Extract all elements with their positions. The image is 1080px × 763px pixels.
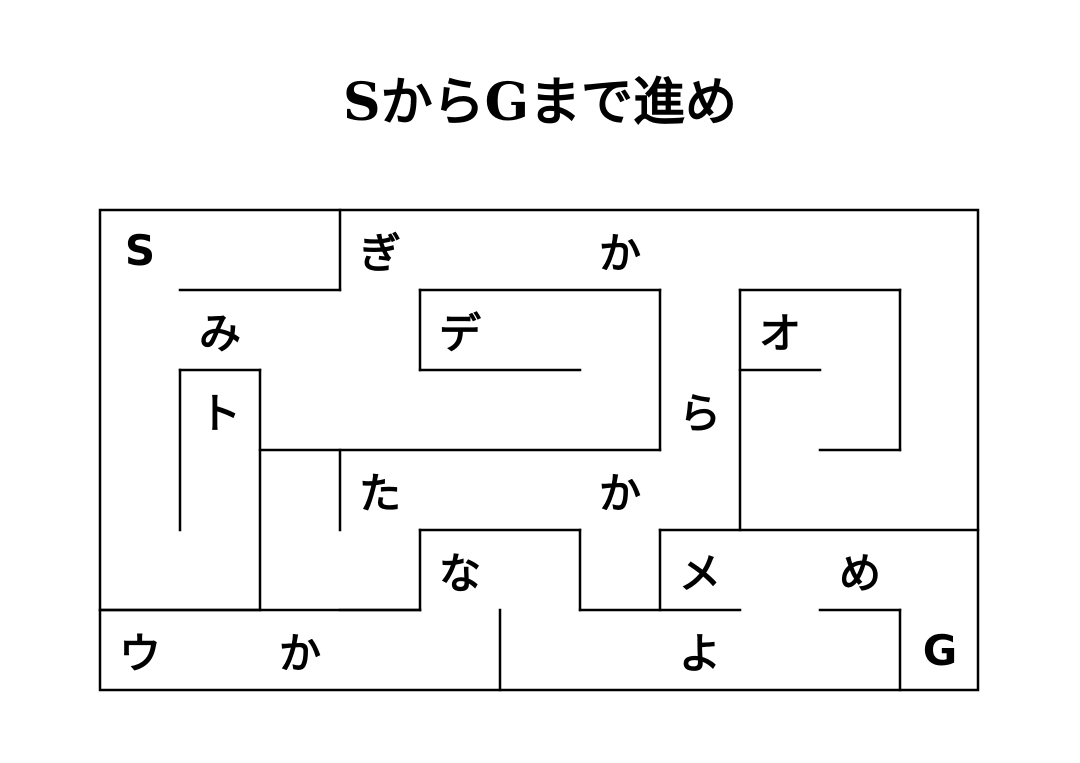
maze-char: ウ	[118, 628, 161, 678]
maze-start: S	[124, 225, 156, 275]
maze-char: た	[358, 468, 401, 518]
maze-char: ト	[198, 388, 241, 438]
maze-border	[98, 208, 980, 692]
maze-char: メ	[678, 548, 721, 598]
maze-char: ら	[678, 388, 721, 438]
puzzle-title: SからGまで進め	[343, 72, 737, 133]
maze-char: め	[838, 548, 881, 598]
maze-char: か	[598, 468, 641, 518]
maze-char: オ	[758, 308, 801, 358]
maze-char: よ	[678, 628, 721, 678]
maze-char: な	[438, 548, 481, 598]
maze-char: ぎ	[358, 228, 401, 278]
maze-goal: G	[922, 625, 958, 675]
maze-char: か	[598, 228, 641, 278]
maze-char: み	[198, 308, 241, 358]
maze-char: か	[278, 628, 321, 678]
maze-char: デ	[438, 308, 481, 358]
